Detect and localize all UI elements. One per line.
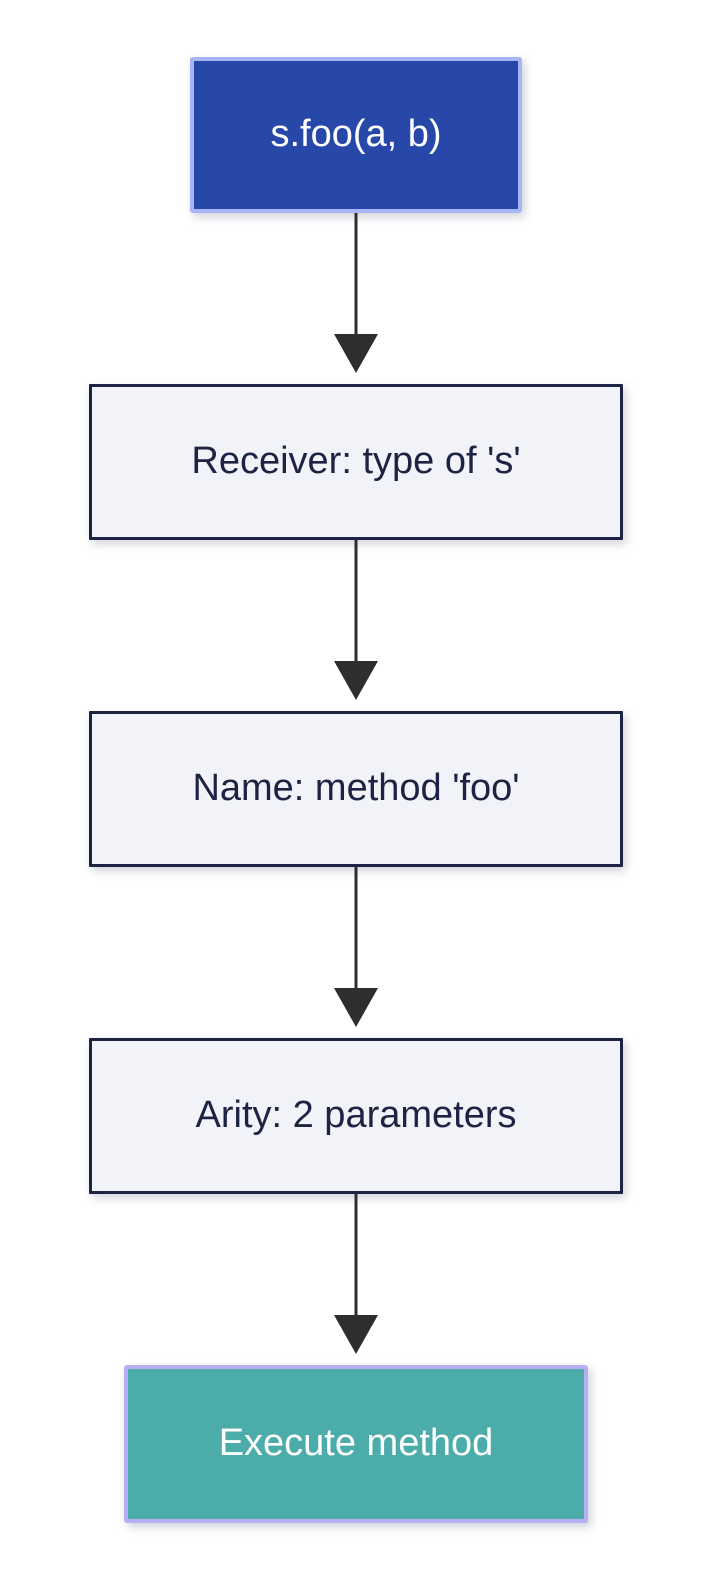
down-arrow-icon (334, 213, 378, 373)
flow-node-method-call: s.foo(a, b) (190, 57, 522, 213)
flow-node-arity: Arity: 2 parameters (89, 1038, 623, 1194)
flow-node-receiver-label: Receiver: type of 's' (191, 440, 521, 483)
down-arrow-icon (334, 540, 378, 700)
flow-node-method-call-label: s.foo(a, b) (270, 113, 442, 156)
down-arrow-icon (334, 1194, 378, 1354)
flow-node-arity-label: Arity: 2 parameters (195, 1094, 517, 1137)
flow-node-receiver: Receiver: type of 's' (89, 384, 623, 540)
flow-node-name: Name: method 'foo' (89, 711, 623, 867)
flow-node-execute-label: Execute method (218, 1422, 494, 1465)
flow-node-execute: Execute method (124, 1365, 588, 1523)
down-arrow-icon (334, 867, 378, 1027)
flow-node-name-label: Name: method 'foo' (192, 767, 520, 810)
